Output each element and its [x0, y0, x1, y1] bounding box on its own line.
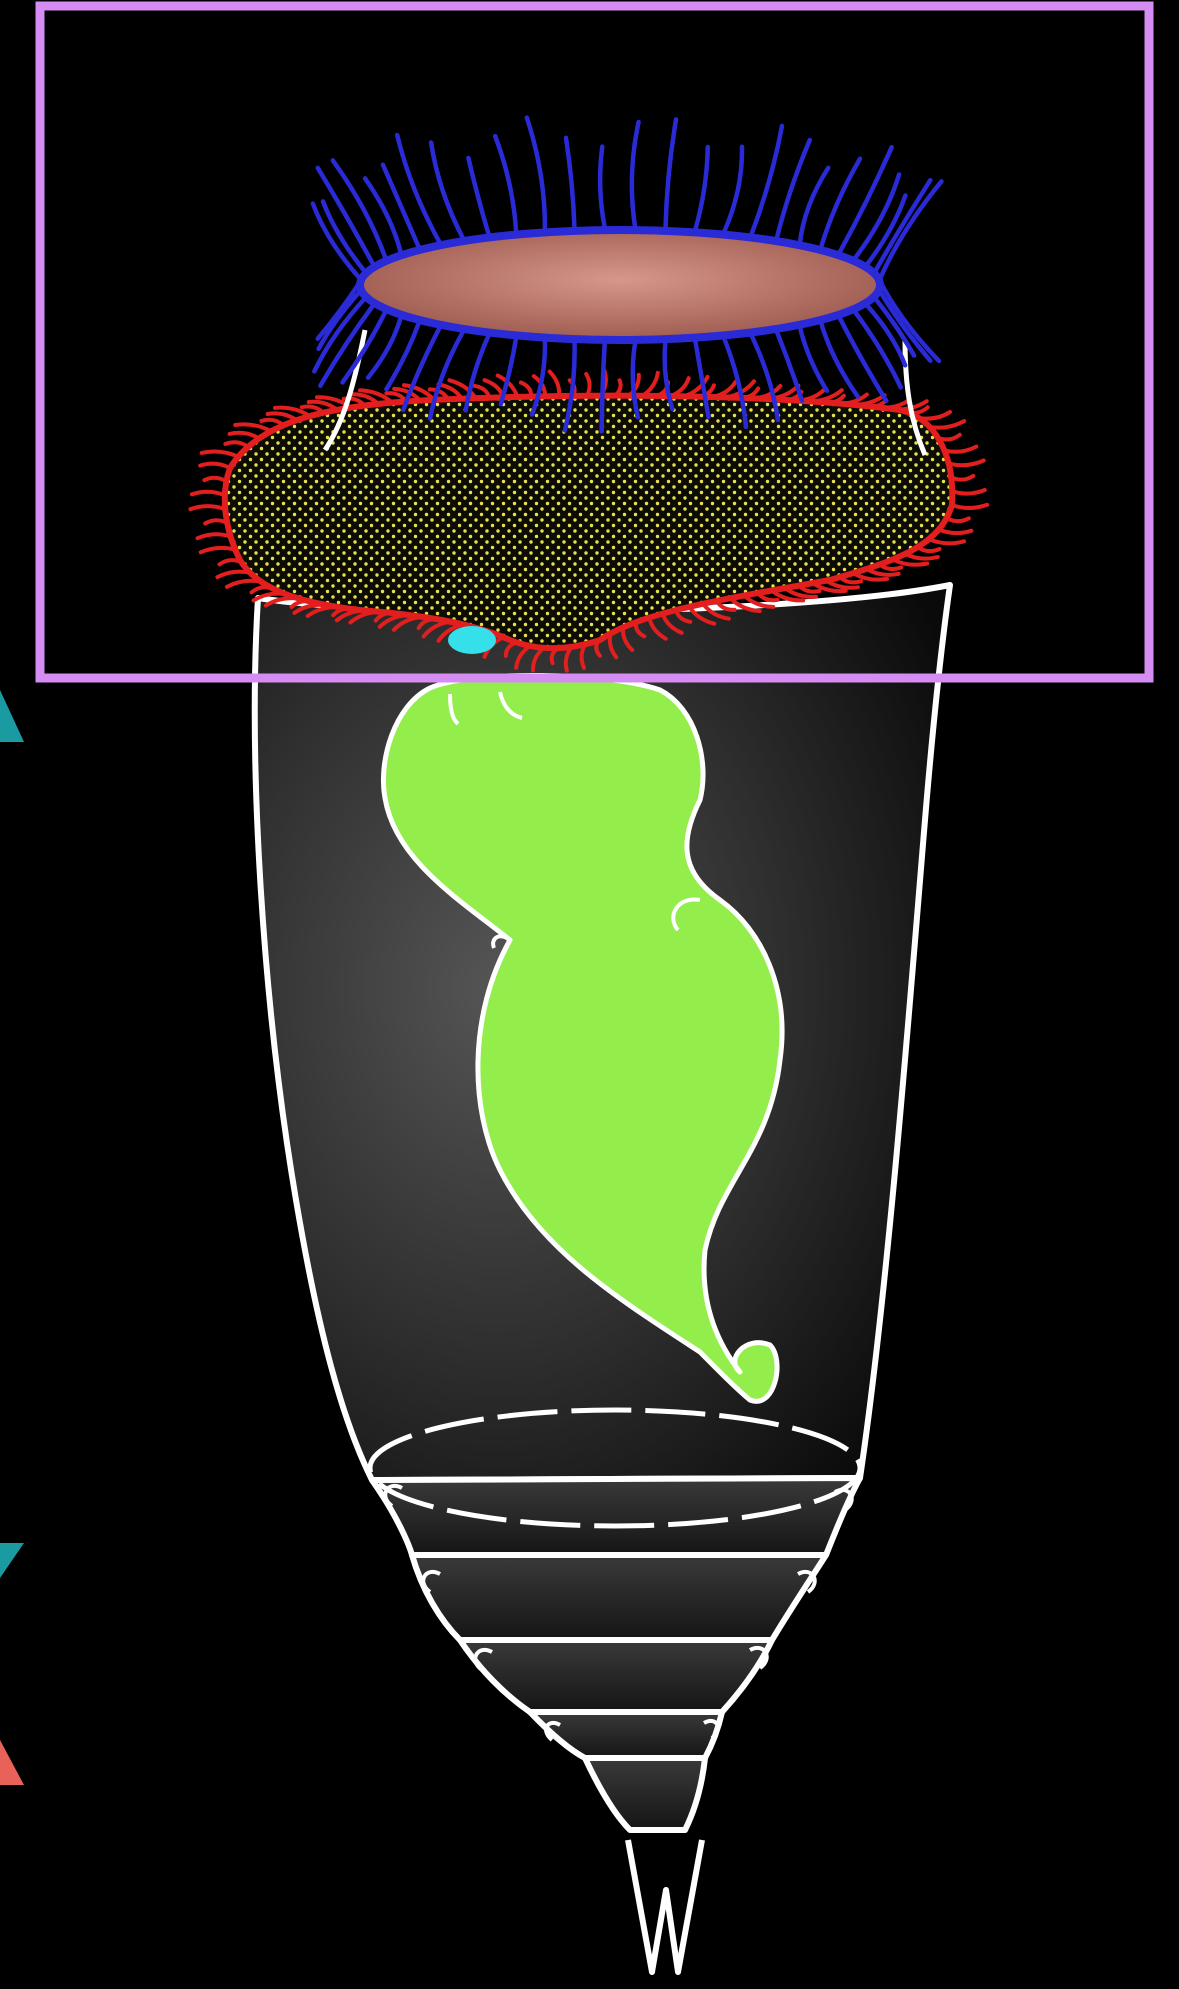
- collar-cilium: [947, 518, 969, 521]
- collar-cilium: [205, 520, 227, 523]
- collar-cilium: [550, 372, 560, 397]
- oral-cilium: [800, 327, 827, 391]
- oral-cilium: [875, 180, 930, 272]
- oral-cilium: [468, 158, 489, 236]
- oral-cilium: [600, 147, 605, 229]
- oral-disc: [360, 230, 880, 340]
- collar-cilium: [586, 374, 589, 396]
- collar-cilium: [220, 560, 242, 564]
- oral-cilium: [695, 147, 708, 230]
- oral-cilium: [566, 138, 575, 229]
- oral-cilium: [495, 136, 516, 233]
- collar-cilium: [225, 442, 248, 447]
- collar-cilium: [905, 554, 938, 559]
- collar-cilium: [198, 534, 231, 538]
- collar-cilium: [192, 492, 225, 496]
- marker-coral-icon: [0, 1740, 24, 1785]
- foot-segments: [372, 1478, 860, 1830]
- collar-cilium: [230, 433, 259, 439]
- collar-cilium: [235, 424, 271, 431]
- oral-cilium: [319, 292, 360, 349]
- marker-teal-lower-icon: [0, 1543, 24, 1578]
- oral-cilium: [724, 147, 742, 233]
- marker-teal-upper-icon: [0, 690, 24, 742]
- collar-cilium: [939, 530, 972, 534]
- oral-cilium: [383, 165, 419, 249]
- collar-cilium: [952, 490, 985, 494]
- collar-cilium: [949, 461, 984, 466]
- collar-cilium: [643, 373, 658, 396]
- oral-cilium: [777, 331, 803, 401]
- collar-cilium: [615, 380, 621, 395]
- collar-cilium: [217, 572, 250, 578]
- collar-cilium: [202, 452, 239, 457]
- collar-cilium: [918, 547, 940, 551]
- collar-cilium: [200, 464, 230, 468]
- oral-cilium: [666, 120, 677, 229]
- collar-cilium: [929, 539, 964, 543]
- oral-cilium: [751, 126, 782, 236]
- collar-cilium: [930, 421, 965, 428]
- collar-cilium: [201, 548, 236, 552]
- collar-cilium: [204, 478, 226, 482]
- collar-cilium: [261, 420, 283, 425]
- oral-cilium: [431, 143, 463, 240]
- collar-cilium: [880, 565, 902, 570]
- oral-cilium: [313, 204, 360, 279]
- collar-cilium: [938, 435, 960, 440]
- mouth-spot: [448, 626, 496, 654]
- collar-cilium: [944, 447, 976, 452]
- collar-cilium: [840, 577, 861, 582]
- toe-spines: [628, 1840, 702, 1972]
- oral-cilium: [632, 122, 639, 228]
- collar-cilium: [190, 506, 225, 509]
- oral-cilium: [839, 316, 886, 401]
- oral-cilium: [527, 118, 545, 231]
- collar-cilium: [227, 581, 261, 587]
- collar-cilium: [951, 476, 973, 480]
- collar-cilium: [952, 505, 987, 508]
- collar-cilium: [919, 412, 950, 419]
